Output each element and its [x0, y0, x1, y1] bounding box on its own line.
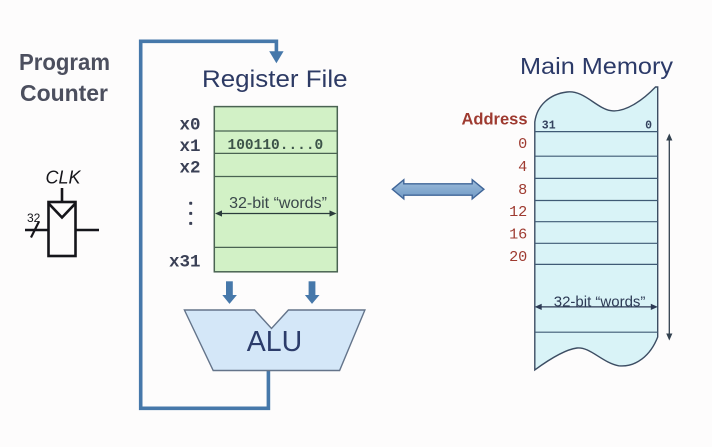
svg-text:32: 32: [27, 211, 41, 225]
svg-text:Program: Program: [19, 49, 110, 75]
svg-text:Register File: Register File: [202, 66, 348, 93]
svg-text:x0: x0: [179, 115, 200, 135]
svg-text:4: 4: [518, 158, 527, 176]
svg-text:ALU: ALU: [247, 326, 302, 358]
svg-text:x2: x2: [179, 158, 200, 178]
svg-text:Main Memory: Main Memory: [520, 53, 673, 79]
svg-text:20: 20: [509, 248, 527, 266]
svg-text:0: 0: [645, 120, 652, 133]
svg-text:16: 16: [509, 226, 527, 244]
svg-text:CLK: CLK: [45, 168, 81, 188]
svg-text:0: 0: [518, 135, 527, 153]
svg-text:Counter: Counter: [20, 80, 108, 106]
svg-text:32-bit “words”: 32-bit “words”: [229, 195, 327, 212]
svg-text:31: 31: [542, 120, 556, 133]
svg-text:32-bit “words”: 32-bit “words”: [554, 293, 646, 310]
svg-text:Address: Address: [461, 111, 527, 129]
svg-text:12: 12: [509, 203, 527, 221]
svg-text:x1: x1: [179, 137, 200, 157]
svg-text:x31: x31: [169, 253, 201, 273]
svg-text:8: 8: [518, 181, 527, 199]
svg-text:100110....0: 100110....0: [228, 138, 324, 154]
